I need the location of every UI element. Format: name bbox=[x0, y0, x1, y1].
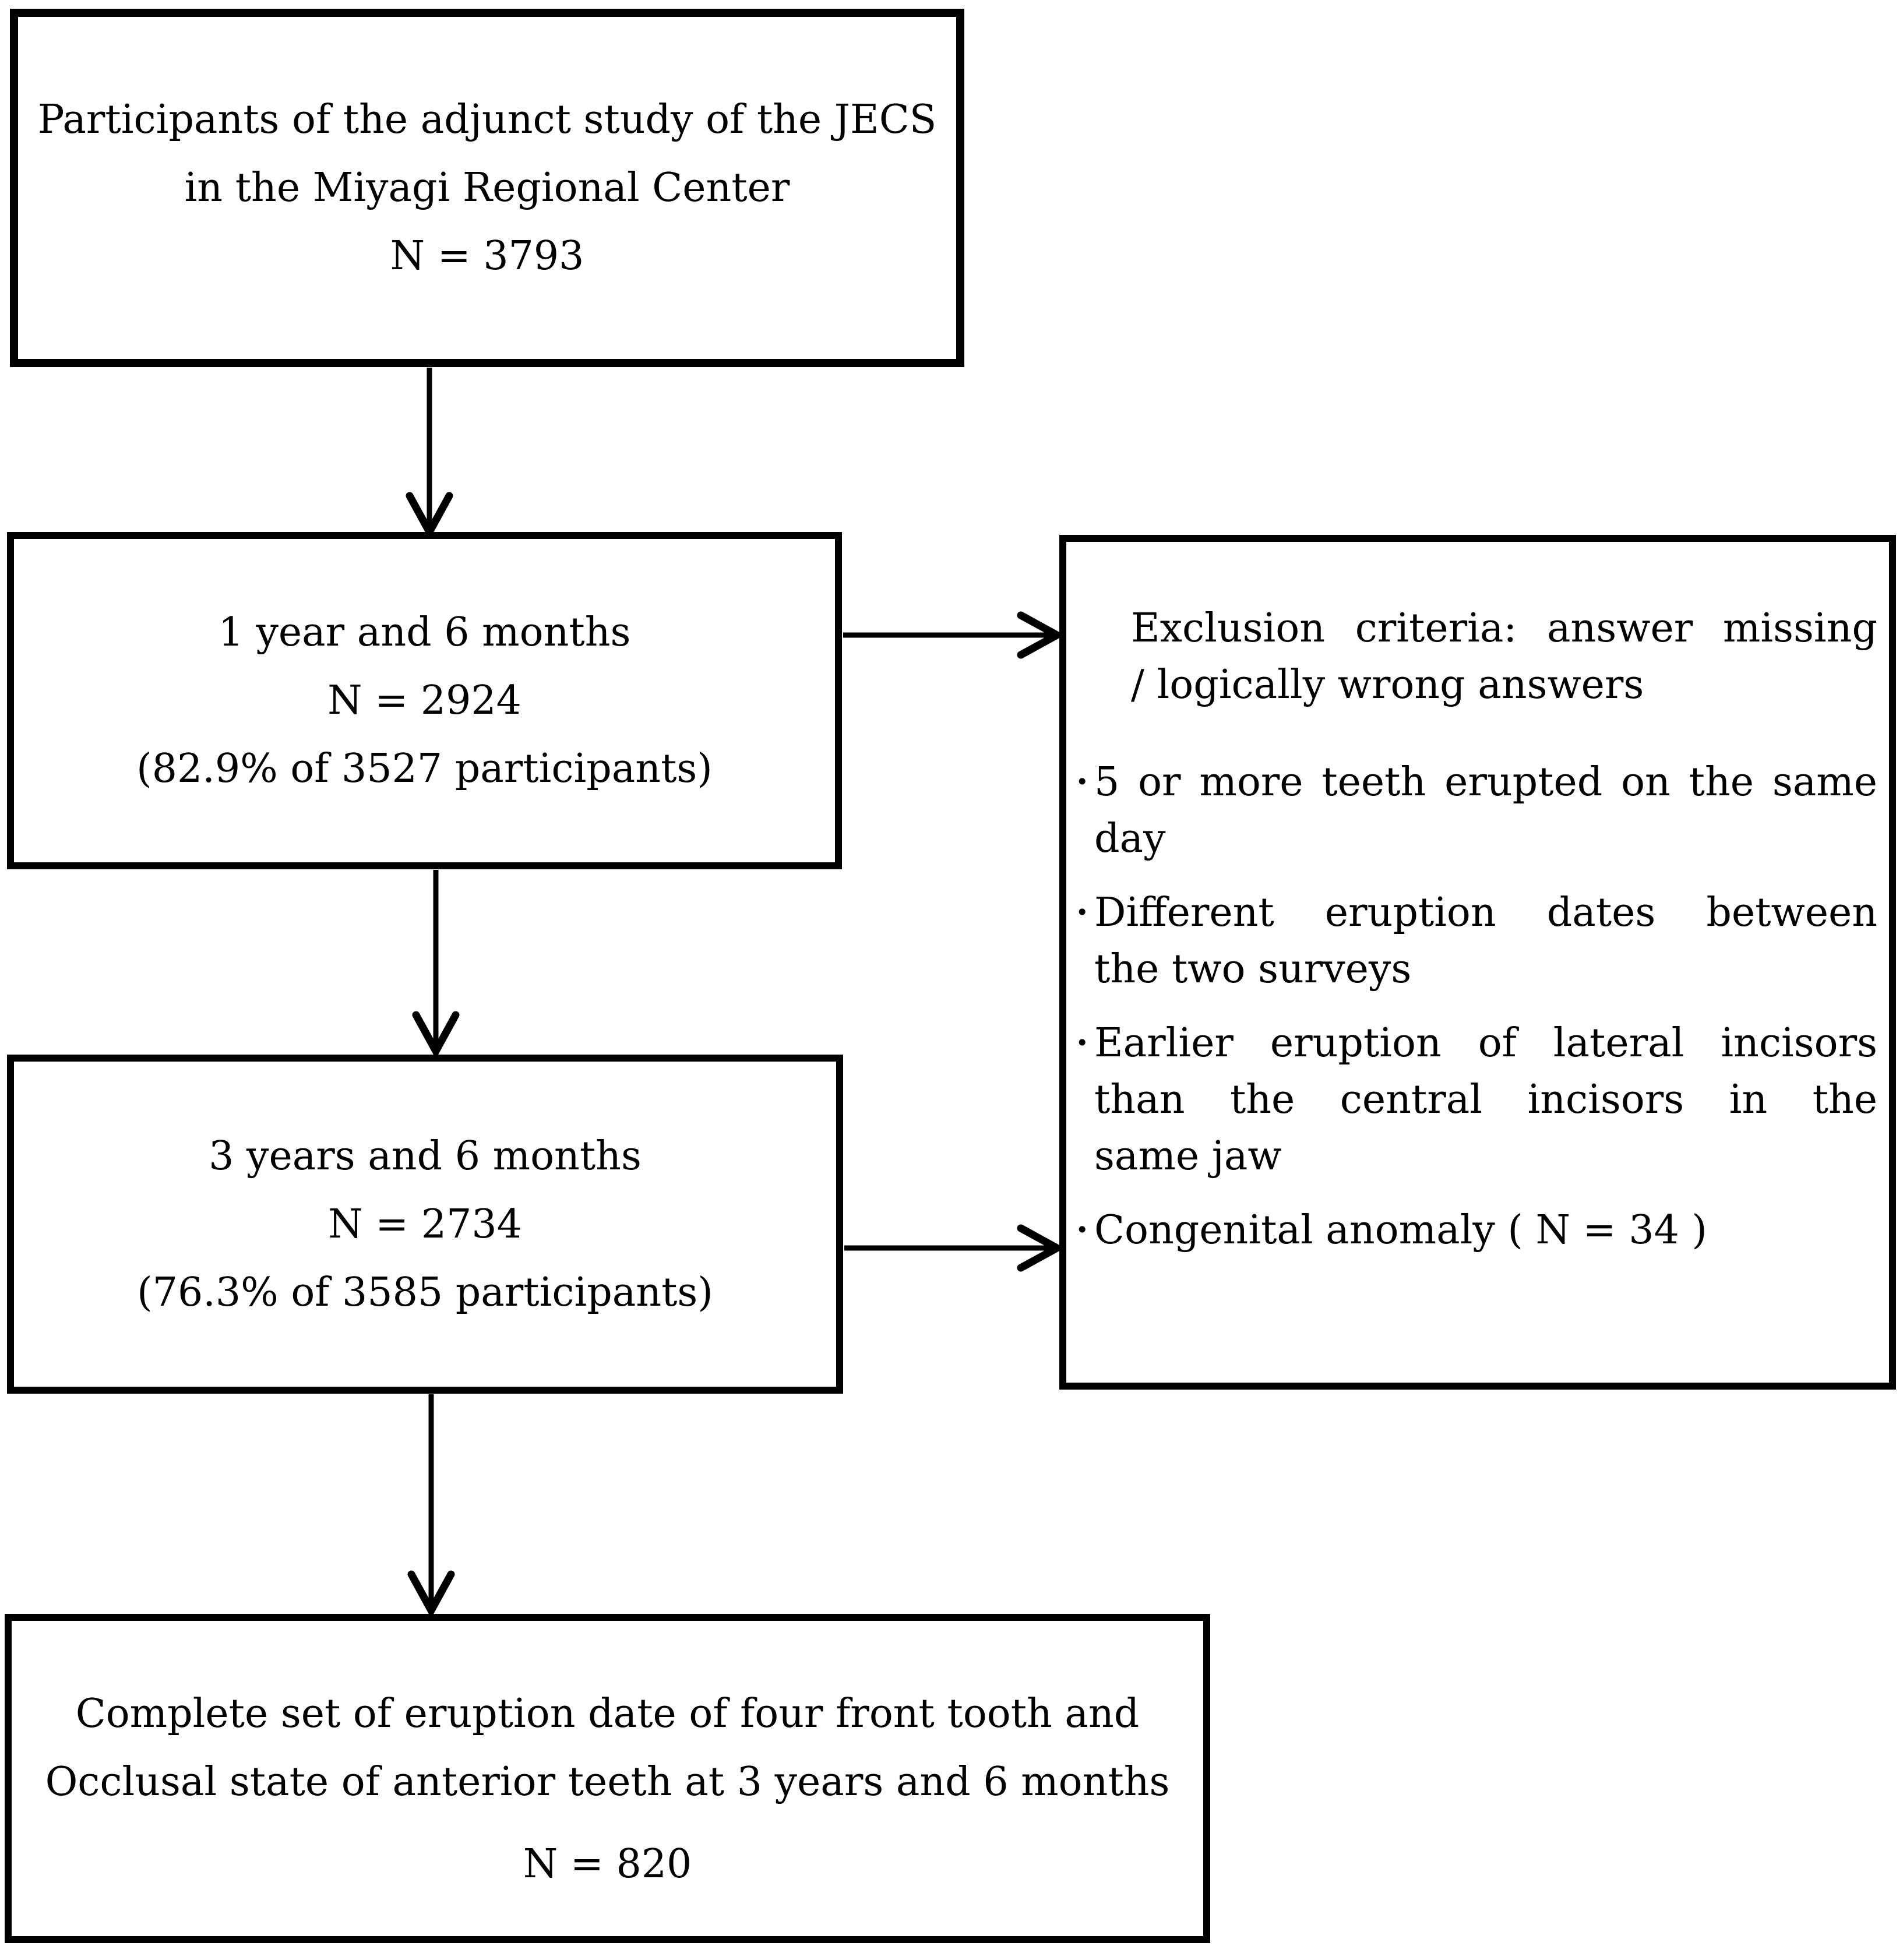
box-survey-1y6m-line1: 1 year and 6 months bbox=[218, 609, 631, 655]
exclusion-bullet-earlier-eruption: • Earlier eruption of lateral incisors t… bbox=[1076, 1015, 1877, 1185]
arrow-1y6m-to-3y6m bbox=[412, 870, 460, 1059]
arrow-participants-to-1y6m bbox=[406, 368, 453, 540]
exclusion-bullet-different-dates: • Different eruption dates between the t… bbox=[1076, 884, 1877, 997]
bullet-line: than the central incisors in the bbox=[1094, 1077, 1877, 1123]
box-survey-3y6m-n: N = 2734 bbox=[328, 1201, 522, 1247]
bullet-dot-icon: • bbox=[1076, 1217, 1089, 1243]
bullet-line: the two surveys bbox=[1094, 946, 1412, 992]
box-participants-line2: in the Miyagi Regional Center bbox=[184, 165, 790, 211]
bullet-dot-icon: • bbox=[1076, 900, 1089, 925]
bullet-line: 5 or more teeth erupted on the same bbox=[1094, 759, 1877, 805]
box-survey-3y6m-line1: 3 years and 6 months bbox=[209, 1133, 642, 1179]
box-final-n: N = 820 bbox=[523, 1841, 692, 1887]
bullet-line: day bbox=[1094, 816, 1166, 862]
box-final-line1: Complete set of eruption date of four fr… bbox=[75, 1691, 1140, 1737]
box-survey-1y6m: 1 year and 6 months N = 2924 (82.9% of 3… bbox=[7, 532, 842, 869]
box-survey-3y6m-pct: (76.3% of 3585 participants) bbox=[137, 1269, 713, 1316]
arrow-1y6m-to-exclusion bbox=[843, 611, 1065, 659]
box-participants-line1: Participants of the adjunct study of the… bbox=[37, 97, 937, 143]
box-survey-1y6m-pct: (82.9% of 3527 participants) bbox=[136, 746, 713, 792]
bullet-line: same jaw bbox=[1094, 1133, 1282, 1179]
exclusion-bullet-same-day: • 5 or more teeth erupted on the same da… bbox=[1076, 754, 1877, 867]
box-final-sample: Complete set of eruption date of four fr… bbox=[5, 1614, 1210, 1943]
box-participants: Participants of the adjunct study of the… bbox=[10, 9, 964, 367]
box-final-line2: Occlusal state of anterior teeth at 3 ye… bbox=[45, 1759, 1170, 1805]
bullet-line: Different eruption dates between bbox=[1094, 890, 1877, 936]
box-survey-1y6m-n: N = 2924 bbox=[327, 678, 521, 724]
box-participants-n: N = 3793 bbox=[390, 233, 584, 279]
bullet-line: Earlier eruption of lateral incisors bbox=[1094, 1020, 1877, 1066]
box-survey-3y6m: 3 years and 6 months N = 2734 (76.3% of … bbox=[7, 1055, 843, 1394]
bullet-line: Congenital anomaly ( N = 34 ) bbox=[1094, 1207, 1707, 1253]
arrow-3y6m-to-final bbox=[407, 1394, 455, 1619]
arrow-3y6m-to-exclusion bbox=[844, 1224, 1065, 1272]
bullet-dot-icon: • bbox=[1076, 769, 1089, 795]
exclusion-title: Exclusion criteria: answer missing / log… bbox=[1076, 600, 1877, 713]
exclusion-title-line2: / logically wrong answers bbox=[1131, 662, 1644, 708]
exclusion-title-line1: Exclusion criteria: answer missing bbox=[1131, 605, 1877, 651]
bullet-dot-icon: • bbox=[1076, 1030, 1089, 1056]
exclusion-bullet-congenital-anomaly: • Congenital anomaly ( N = 34 ) bbox=[1076, 1202, 1877, 1259]
box-exclusion-criteria: Exclusion criteria: answer missing / log… bbox=[1059, 535, 1896, 1390]
